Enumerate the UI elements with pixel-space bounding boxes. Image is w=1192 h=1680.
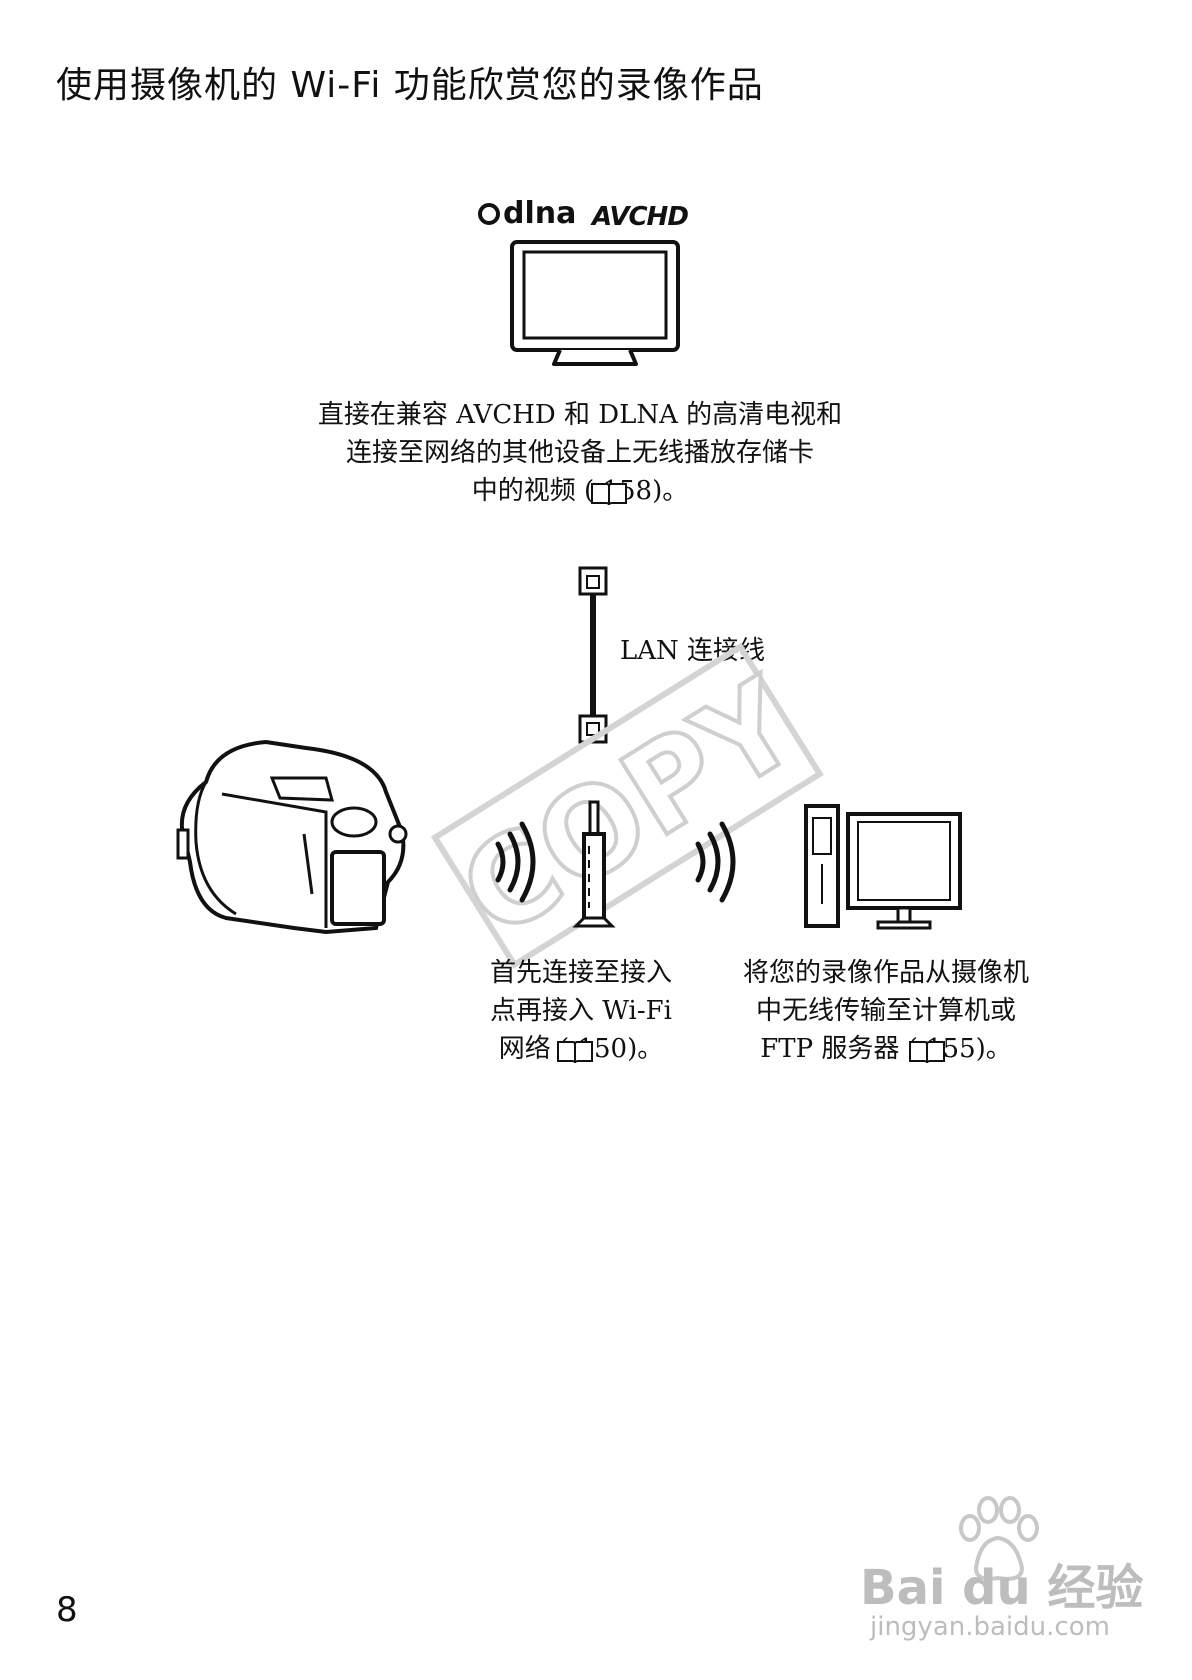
page-number: 8: [56, 1590, 78, 1630]
wifi-wave-icon: [695, 821, 736, 903]
paw-logo-icon: [959, 1496, 1039, 1581]
tv-caption: 直接在兼容 AVCHD 和 DLNA 的高清电视和 连接至网络的其他设备上无线播…: [317, 400, 843, 506]
computer-icon: [804, 804, 962, 930]
dlna-logo-text: dlna: [503, 196, 577, 231]
avchd-logo: AVCHD: [592, 202, 689, 232]
book-reference-icon: [557, 1041, 593, 1064]
router-icon: [572, 800, 616, 928]
copy-stamp: COPY: [430, 642, 825, 969]
watermark-url: jingyan.baidu.com: [870, 1612, 1110, 1642]
wifi-wave-icon: [495, 821, 536, 903]
camcorder-icon: [176, 739, 408, 935]
tv-icon: [510, 240, 680, 366]
lan-cable-icon: [578, 566, 608, 744]
page-title: 使用摄像机的 Wi-Fi 功能欣赏您的录像作品: [56, 65, 764, 106]
computer-caption: 将您的录像作品从摄像机 中无线传输至计算机或 FTP 服务器 ( 155)。: [742, 958, 1029, 1064]
watermark-brand: Bai du 经验: [860, 1560, 1144, 1616]
dlna-logo: dlna: [478, 196, 576, 231]
book-reference-icon: [909, 1041, 945, 1064]
book-reference-icon: [591, 483, 627, 506]
